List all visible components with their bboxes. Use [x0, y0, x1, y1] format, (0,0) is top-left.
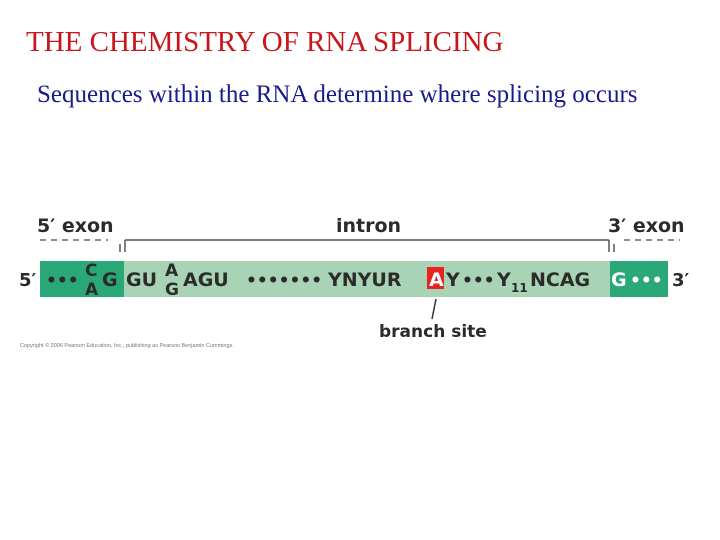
seq-dots-2: •••	[462, 271, 495, 291]
exon3-segment	[610, 261, 668, 297]
exon5-last-base: G	[102, 269, 118, 291]
seq-gu: GU	[126, 269, 157, 291]
seq-y: Y	[445, 269, 460, 291]
end-3-prime: 3′	[672, 270, 690, 291]
exon5-segment	[40, 261, 124, 297]
branch-point-box	[427, 267, 444, 289]
seq-left-dots: •••	[46, 271, 79, 291]
branch-point-a: A	[429, 269, 444, 291]
intron-bracket	[119, 239, 615, 252]
slide-title: THE CHEMISTRY OF RNA SPLICING	[26, 26, 504, 58]
rna-splicing-diagram: 5′ exon intron 3′ exon 5′ 3′ ••• C A G G…	[19, 215, 690, 349]
intron-variant-bottom: G	[165, 280, 179, 300]
intron-segment	[124, 261, 610, 297]
copyright-note: Copyright © 2006 Pearson Education, Inc.…	[20, 342, 234, 349]
label-5-exon: 5′ exon	[37, 215, 114, 237]
exon5-variant-top: C	[85, 261, 97, 281]
end-5-prime: 5′	[19, 270, 37, 291]
seq-right-dots: •••	[630, 271, 663, 291]
seq-agu: AGU	[183, 269, 229, 291]
label-intron: intron	[336, 215, 401, 237]
seq-y11-subscript: 11	[511, 281, 528, 295]
branch-site-label: branch site	[379, 322, 487, 342]
seq-ynyur: YNYUR	[327, 269, 402, 291]
exon5-variant-bottom: A	[85, 280, 99, 300]
intron-variant-top: A	[165, 261, 179, 281]
exon3-first-base: G	[611, 269, 627, 291]
branch-site-pointer	[431, 298, 437, 320]
seq-y11: Y	[496, 269, 511, 291]
seq-ncag: NCAG	[530, 269, 590, 291]
seq-mid-dots: •••••••	[246, 271, 322, 291]
label-3-exon: 3′ exon	[608, 215, 685, 237]
slide-subtitle: Sequences within the RNA determine where…	[37, 81, 638, 108]
